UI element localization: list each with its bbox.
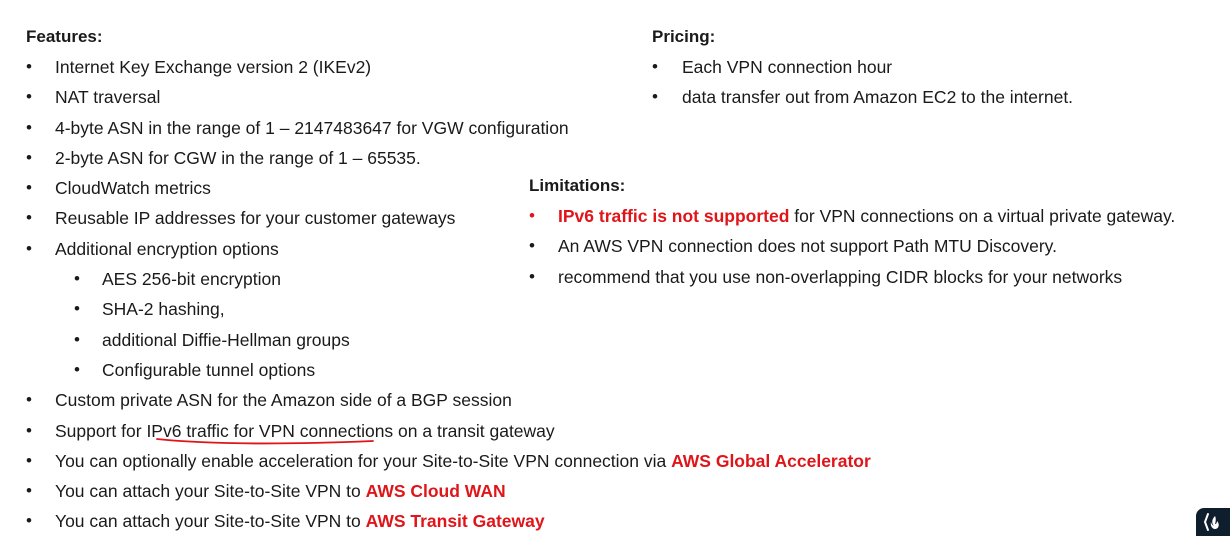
bullet: • xyxy=(529,266,535,286)
bullet: • xyxy=(26,420,32,440)
highlight-text: IPv6 traffic is not supported xyxy=(558,206,790,226)
bullet: • xyxy=(74,269,80,289)
features-heading: Features: xyxy=(26,27,103,46)
highlight-text: AWS Global Accelerator xyxy=(671,450,871,471)
bullet: • xyxy=(26,390,32,410)
bullet: • xyxy=(652,57,658,76)
bullet: • xyxy=(652,87,658,107)
bullet: • xyxy=(529,236,535,256)
bullet: • xyxy=(26,481,32,501)
limitations-heading: Limitations: xyxy=(529,176,626,195)
flame-logo-icon xyxy=(1196,508,1230,536)
bullet: • xyxy=(26,87,32,107)
bullet: • xyxy=(26,57,32,76)
bullet: • xyxy=(26,147,32,167)
bullet: • xyxy=(74,359,80,379)
bullet: • xyxy=(529,206,535,225)
bullet: • xyxy=(26,511,32,531)
bullet: • xyxy=(26,238,32,258)
pricing-heading: Pricing: xyxy=(652,27,716,46)
highlight-text: AWS Cloud WAN xyxy=(365,481,506,502)
bullet: • xyxy=(26,178,32,198)
bullet: • xyxy=(26,450,32,470)
bullet: • xyxy=(26,208,32,228)
bullet: • xyxy=(74,329,80,349)
bullet: • xyxy=(26,117,32,137)
highlight-text: AWS Transit Gateway xyxy=(365,511,545,532)
bullet: • xyxy=(74,299,80,319)
